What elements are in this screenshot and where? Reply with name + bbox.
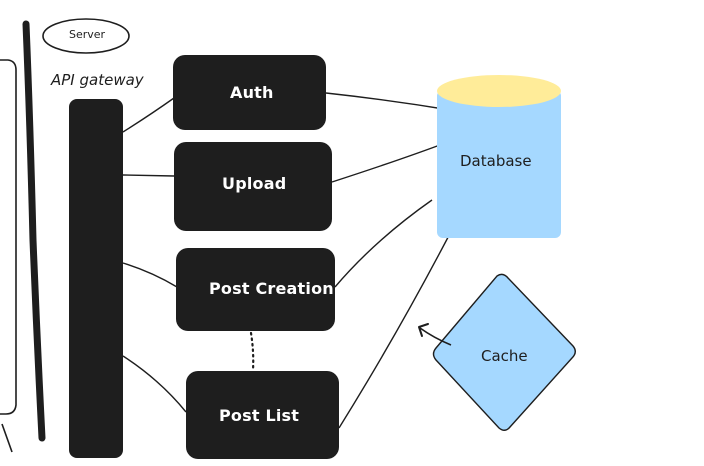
server-boundary-line <box>22 20 46 442</box>
auth-label: Auth <box>230 83 274 102</box>
cache-label: Cache <box>481 347 528 365</box>
api-gateway-bar[interactable] <box>69 99 123 458</box>
client-frame-tail <box>1 423 13 453</box>
database-label: Database <box>460 152 532 170</box>
connector-gateway-upload <box>122 174 175 177</box>
cache-diamond[interactable] <box>432 273 576 431</box>
upload-label: Upload <box>222 174 287 193</box>
connector-gateway-post-creation <box>122 262 178 288</box>
database-cylinder-top <box>437 75 561 107</box>
connector-gateway-post-list <box>122 355 187 413</box>
connector-auth-database <box>325 92 451 111</box>
post-list-service-box[interactable] <box>186 371 339 459</box>
post-list-label: Post List <box>219 406 300 425</box>
post-creation-label: Post Creation <box>209 279 334 298</box>
server-label: Server <box>69 28 106 41</box>
upload-service-box[interactable] <box>174 142 332 231</box>
connector-post-creation-database <box>334 199 433 288</box>
cache-arrow-line <box>419 327 452 346</box>
connector-gateway-auth <box>122 97 175 133</box>
client-frame <box>0 59 17 415</box>
dotted-link-creation-list <box>249 331 255 372</box>
cache-arrowhead <box>418 323 429 337</box>
auth-service-box[interactable] <box>173 55 326 130</box>
post-creation-service-box[interactable] <box>176 248 335 331</box>
server-ellipse <box>42 18 130 54</box>
connector-upload-database <box>331 141 449 183</box>
database-cylinder-body[interactable] <box>437 90 561 238</box>
connector-post-list-database <box>338 221 457 429</box>
api-gateway-label: API gateway <box>51 71 144 89</box>
